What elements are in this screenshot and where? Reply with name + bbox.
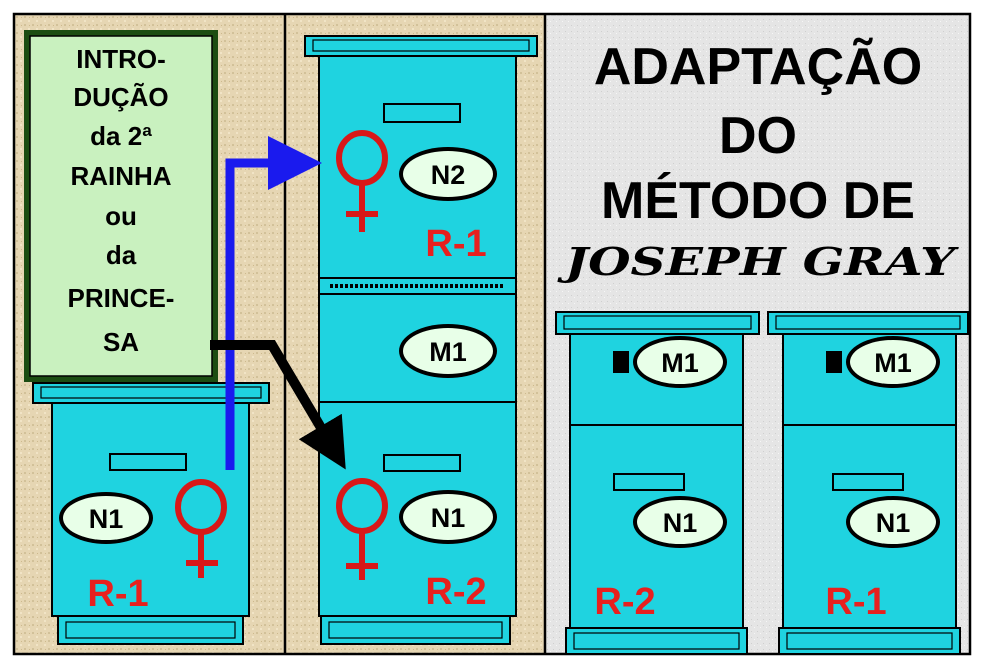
- hive-middle-bottom-nucleus: N1: [431, 503, 466, 533]
- intro-line-5: ou: [105, 201, 137, 231]
- hive-middle: N2 M1 N1 R-1 R-2: [305, 36, 537, 644]
- intro-line-3: da 2ª: [90, 121, 152, 151]
- intro-line-6: da: [106, 240, 137, 270]
- intro-line-4: RAINHA: [70, 161, 171, 191]
- hive-right-a-upper-nucleus: M1: [661, 348, 699, 378]
- title-line-4: JOSEPH GRAY: [557, 239, 960, 284]
- hive-left-nucleus: N1: [89, 504, 124, 534]
- hive-right-a-lower-nucleus: N1: [663, 508, 698, 538]
- hive-right-b: M1 N1 R-1: [768, 312, 968, 654]
- intro-box: INTRO- DUÇÃO da 2ª RAINHA ou da PRINCE- …: [24, 30, 218, 382]
- hive-right-b-upper-nucleus: M1: [874, 348, 912, 378]
- intro-line-1: INTRO-: [76, 44, 166, 74]
- hive-left-label: R-1: [87, 573, 148, 615]
- title-line-2: DO: [719, 107, 797, 165]
- hive-right-a: M1 N1 R-2: [556, 312, 759, 654]
- intro-line-2: DUÇÃO: [73, 82, 168, 112]
- title-line-3: MÉTODO DE: [601, 172, 915, 230]
- hive-right-a-label: R-2: [594, 581, 655, 623]
- hive-middle-bottom-label: R-2: [425, 571, 486, 613]
- hive-middle-middle-nucleus: M1: [429, 337, 467, 367]
- title-line-1: ADAPTAÇÃO: [594, 37, 922, 96]
- entrance-slot: [110, 454, 186, 470]
- hive-middle-top-label: R-1: [425, 223, 486, 265]
- hive-right-b-lower-nucleus: N1: [876, 508, 911, 538]
- hive-right-b-label: R-1: [825, 581, 886, 623]
- hive-middle-top-nucleus: N2: [431, 160, 466, 190]
- intro-line-8: SA: [103, 327, 139, 357]
- intro-line-7: PRINCE-: [68, 283, 175, 313]
